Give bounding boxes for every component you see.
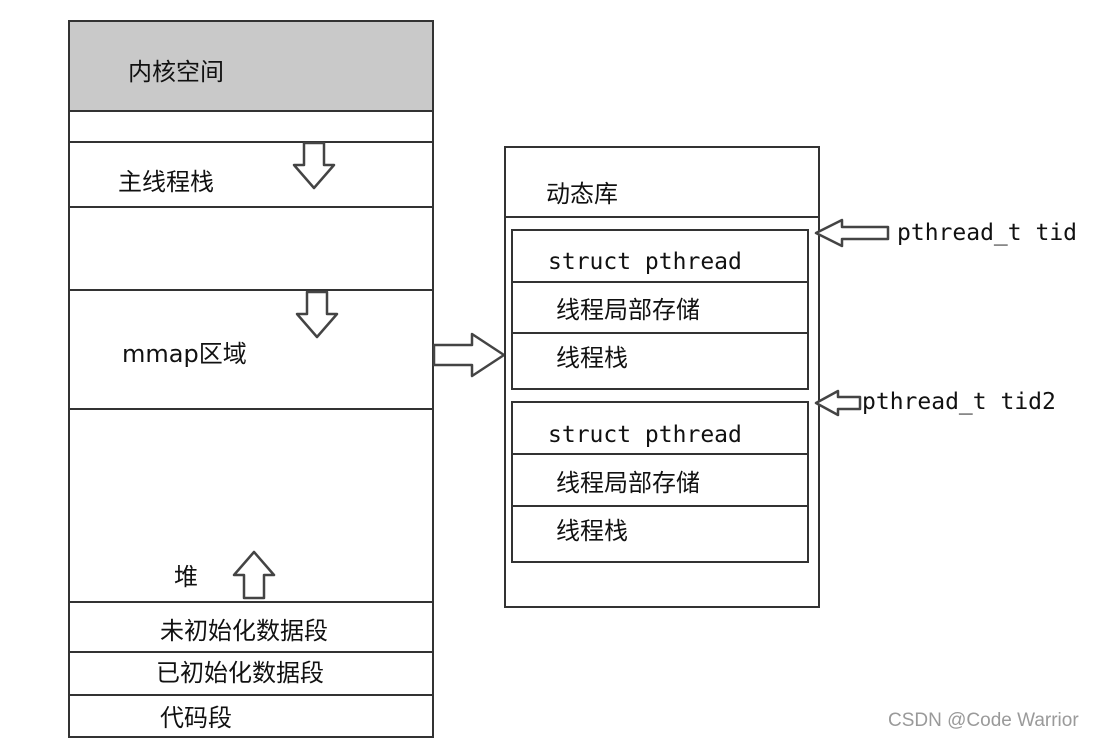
divider <box>68 601 434 603</box>
tid-pointer-arrow-icon <box>814 218 890 248</box>
thread-stack-label: 线程栈 <box>556 517 628 545</box>
code-segment-label: 代码段 <box>160 704 232 732</box>
mmap-region-label: mmap区域 <box>122 340 247 368</box>
heap-label: 堆 <box>174 563 198 591</box>
thread-block <box>511 401 809 563</box>
divider <box>68 141 434 143</box>
main-thread-stack-label: 主线程栈 <box>118 168 214 196</box>
thread-local-storage-label: 线程局部存储 <box>556 296 700 324</box>
divider <box>68 110 434 112</box>
divider <box>511 505 809 507</box>
pthread-tid-label: pthread_t tid <box>897 220 1078 246</box>
divider <box>511 281 809 283</box>
kernel-space-label: 内核空间 <box>128 58 224 86</box>
process-address-space <box>68 20 434 738</box>
divider <box>68 694 434 696</box>
pthread-tid2-label: pthread_t tid2 <box>862 389 1056 415</box>
divider <box>68 289 434 291</box>
divider <box>68 206 434 208</box>
divider <box>504 216 820 218</box>
thread-stack-label: 线程栈 <box>556 344 628 372</box>
struct-pthread-label: struct pthread <box>548 249 742 275</box>
watermark: CSDN @Code Warrior <box>888 710 1079 731</box>
grow-down-arrow-icon <box>295 290 339 339</box>
bss-segment-label: 未初始化数据段 <box>160 617 328 645</box>
divider <box>68 408 434 410</box>
divider <box>511 332 809 334</box>
grow-down-arrow-icon <box>292 141 336 190</box>
kernel-space-region <box>70 22 432 110</box>
divider <box>68 651 434 653</box>
struct-pthread-label: struct pthread <box>548 422 742 448</box>
thread-block <box>511 229 809 390</box>
mmap-to-library-arrow-icon <box>432 332 506 378</box>
grow-up-arrow-icon <box>232 550 276 600</box>
data-segment-label: 已初始化数据段 <box>156 659 324 687</box>
divider <box>511 453 809 455</box>
thread-local-storage-label: 线程局部存储 <box>556 469 700 497</box>
tid2-pointer-arrow-icon <box>814 389 862 417</box>
dynamic-library-title: 动态库 <box>546 180 618 208</box>
